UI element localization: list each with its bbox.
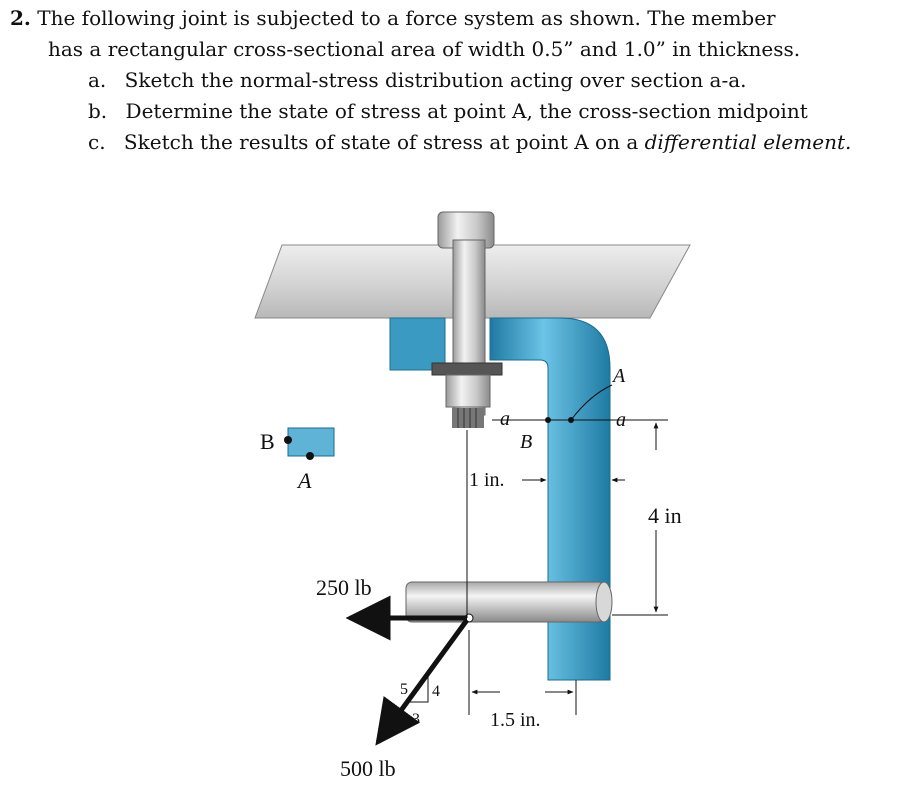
part-b-letter: b. [88,99,108,123]
problem-line-1: 2. The following joint is subjected to a… [10,6,776,30]
part-c-text: Sketch the results of state of stress at… [123,130,645,154]
inset-point-B [284,436,292,444]
point-B-section: B [520,431,532,453]
force-500-label: 500 lb [340,756,396,781]
force-500-arrow [375,618,470,746]
slope-triangle [406,674,429,703]
part-b-text: Determine the state of stress at point A… [125,99,808,123]
part-c-emphasis: differential element. [644,130,852,154]
problem-intro-1: The following joint is subjected to a fo… [37,6,776,30]
slope-3: 3 [412,711,420,728]
dim-1-5in: 1.5 in. [490,709,541,731]
section-a-right: a [616,409,626,431]
section-a-left: a [500,408,510,430]
plate-block [389,317,446,371]
part-a-text: Sketch the normal-stress distribution ac… [124,68,747,92]
part-a-letter: a. [88,68,107,92]
part-b: b. Determine the state of stress at poin… [88,99,808,123]
dim-4in: 4 in [648,503,682,528]
point-A-leader [570,384,613,421]
cross-section-inset [287,427,335,457]
bolt-washer [431,362,503,376]
slope-5: 5 [400,681,408,698]
force-250-label: 250 lb [316,575,372,600]
part-c-letter: c. [88,130,106,154]
problem-line-2: has a rectangular cross-sectional area o… [48,37,801,61]
pin-end [595,581,613,623]
point-B-dot [545,417,551,423]
part-c: c. Sketch the results of state of stress… [88,130,851,154]
slope-4: 4 [432,683,440,700]
inset-label-A: A [296,468,312,493]
dim-1in: 1 in. [469,469,505,491]
inset-label-B: B [260,429,275,454]
problem-number: 2. [10,6,31,30]
part-a: a. Sketch the normal-stress distribution… [88,68,747,92]
inset-point-A [306,452,314,460]
curved-member [489,317,611,681]
bolt-nut [445,374,491,408]
section-view-A: A [611,365,626,387]
bolt-thread [452,408,484,428]
